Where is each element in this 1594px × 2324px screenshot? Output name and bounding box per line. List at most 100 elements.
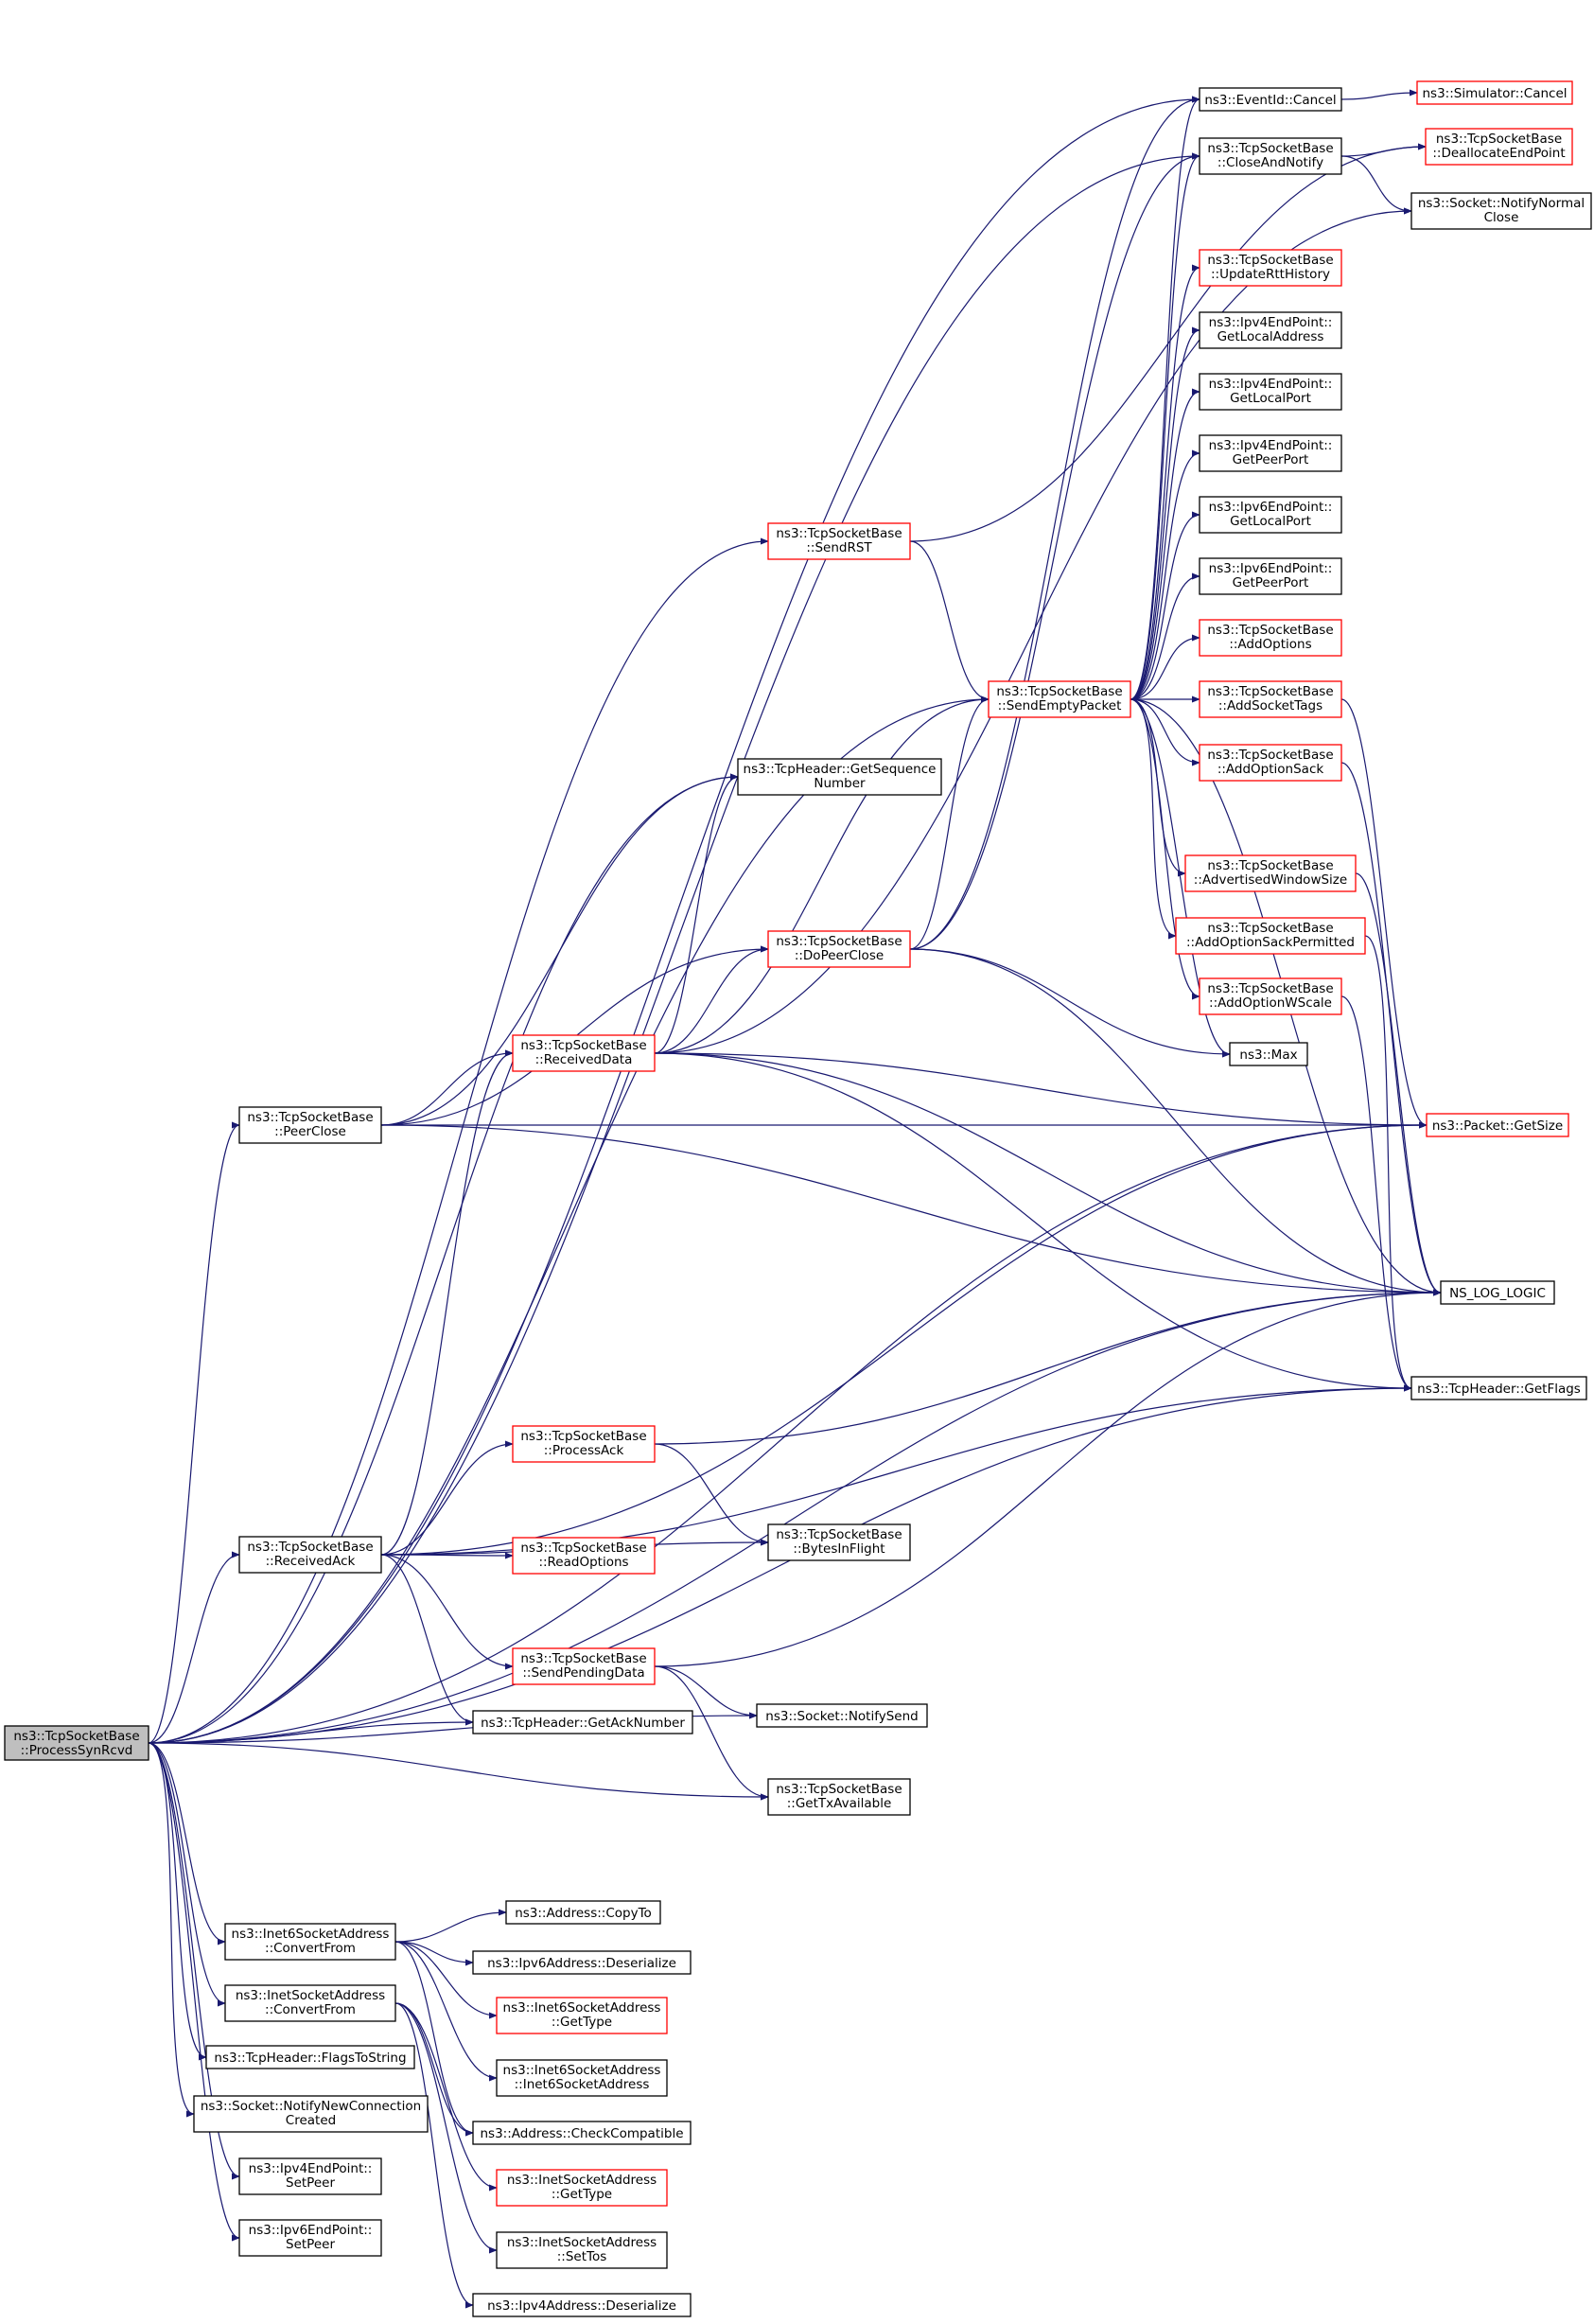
edge-send-empty-packet-to-ipv6-get-peer-port — [1130, 572, 1200, 700]
node-process-ack[interactable]: ns3::TcpSocketBase::ProcessAck — [512, 1425, 656, 1463]
node-ipv4-address-deserialize[interactable]: ns3::Ipv4Address::Deserialize — [472, 2293, 692, 2317]
node-inet-set-tos[interactable]: ns3::InetSocketAddress::SetTos — [496, 2231, 668, 2269]
node-close-and-notify[interactable]: ns3::TcpSocketBase::CloseAndNotify — [1199, 137, 1342, 175]
node-box — [1199, 373, 1342, 411]
node-ipv6-set-peer[interactable]: ns3::Ipv6EndPoint::SetPeer — [238, 2219, 382, 2257]
node-label: ::ConvertFrom — [265, 1941, 356, 1956]
node-box — [472, 2121, 692, 2145]
node-label: ::GetTxAvailable — [787, 1796, 892, 1811]
node-address-copy-to[interactable]: ns3::Address::CopyTo — [505, 1900, 661, 1925]
node-label: ::PeerClose — [274, 1124, 346, 1139]
node-label: ns3::Ipv4EndPoint:: — [1209, 377, 1333, 392]
node-label: ns3::Max — [1239, 1048, 1297, 1063]
node-ipv4-get-local-address[interactable]: ns3::Ipv4EndPoint::GetLocalAddress — [1199, 311, 1342, 349]
edge-send-empty-packet-to-add-option-wscale — [1130, 698, 1200, 1000]
node-box — [224, 1923, 396, 1961]
node-peer-close[interactable]: ns3::TcpSocketBase::PeerClose — [238, 1106, 382, 1144]
edge-peer-close-to-ns-log-logic — [380, 1124, 1442, 1296]
edge-send-empty-packet-to-add-option-sack — [1130, 698, 1200, 766]
node-received-data[interactable]: ns3::TcpSocketBase::ReceivedData — [512, 1034, 656, 1072]
node-send-empty-packet[interactable]: ns3::TcpSocketBase::SendEmptyPacket — [988, 680, 1131, 718]
node-label: ns3::TcpSocketBase — [13, 1729, 139, 1744]
node-ipv6-get-local-port[interactable]: ns3::Ipv6EndPoint::GetLocalPort — [1199, 496, 1342, 534]
node-label: ::SendEmptyPacket — [998, 698, 1122, 713]
node-box — [496, 2169, 668, 2207]
node-label: ::UpdateRttHistory — [1211, 267, 1330, 282]
node-label: ns3::Ipv6EndPoint:: — [249, 2223, 373, 2238]
node-box — [496, 2059, 668, 2097]
node-box — [496, 2231, 668, 2269]
node-label: ns3::Ipv4EndPoint:: — [249, 2161, 373, 2176]
node-flags-to-string[interactable]: ns3::TcpHeader::FlagsToString — [205, 2045, 415, 2069]
node-box — [472, 2293, 692, 2317]
node-add-option-sack[interactable]: ns3::TcpSocketBase::AddOptionSack — [1199, 744, 1342, 782]
node-address-check-compatible[interactable]: ns3::Address::CheckCompatible — [472, 2121, 692, 2145]
node-bytes-in-flight[interactable]: ns3::TcpSocketBase::BytesInFlight — [767, 1523, 911, 1561]
node-label: ns3::Inet6SocketAddress — [503, 2000, 661, 2016]
node-box — [767, 1523, 911, 1561]
node-get-tx-available[interactable]: ns3::TcpSocketBase::GetTxAvailable — [767, 1778, 911, 1816]
node-box — [1425, 128, 1573, 166]
node-label: ns3::Socket::NotifySend — [765, 1709, 918, 1724]
node-advertised-window-size[interactable]: ns3::TcpSocketBase::AdvertisedWindowSize — [1184, 854, 1357, 892]
node-ns-log-logic[interactable]: NS_LOG_LOGIC — [1440, 1280, 1555, 1305]
node-ipv6-get-peer-port[interactable]: ns3::Ipv6EndPoint::GetPeerPort — [1199, 557, 1342, 595]
node-label: ::ReceivedData — [535, 1052, 633, 1067]
node-eventid-cancel[interactable]: ns3::EventId::Cancel — [1199, 87, 1342, 112]
node-label: ns3::TcpSocketBase — [776, 1527, 902, 1542]
node-add-option-wscale[interactable]: ns3::TcpSocketBase::AddOptionWScale — [1199, 977, 1342, 1015]
node-do-peer-close[interactable]: ns3::TcpSocketBase::DoPeerClose — [767, 930, 911, 968]
node-label: ns3::Ipv6Address::Deserialize — [487, 1956, 676, 1971]
node-ipv4-get-peer-port[interactable]: ns3::Ipv4EndPoint::GetPeerPort — [1199, 434, 1342, 472]
edge-inet-convert-from-to-inet-get-type — [394, 2002, 498, 2192]
edge-advertised-window-size-to-ns-log-logic — [1355, 872, 1442, 1296]
node-send-rst[interactable]: ns3::TcpSocketBase::SendRST — [767, 522, 911, 560]
node-notify-send[interactable]: ns3::Socket::NotifySend — [756, 1703, 928, 1728]
edge-root-to-peer-close — [148, 1121, 240, 1744]
node-inet6-ctor[interactable]: ns3::Inet6SocketAddress::Inet6SocketAddr… — [496, 2059, 668, 2097]
node-inet6-get-type[interactable]: ns3::Inet6SocketAddress::GetType — [496, 1997, 668, 2034]
node-box — [1410, 192, 1592, 230]
node-get-ack-number[interactable]: ns3::TcpHeader::GetAckNumber — [472, 1710, 693, 1734]
node-label: ns3::Ipv4Address::Deserialize — [487, 2298, 676, 2314]
node-get-flags[interactable]: ns3::TcpHeader::GetFlags — [1410, 1376, 1587, 1400]
edge-do-peer-close-to-close-and-notify — [909, 152, 1200, 950]
edge-received-ack-to-packet-get-size — [380, 1121, 1428, 1556]
node-add-socket-tags[interactable]: ns3::TcpSocketBase::AddSocketTags — [1199, 680, 1342, 718]
node-label: ::BytesInFlight — [793, 1541, 885, 1557]
node-ipv4-set-peer[interactable]: ns3::Ipv4EndPoint::SetPeer — [238, 2157, 382, 2195]
node-add-option-sack-permitted[interactable]: ns3::TcpSocketBase::AddOptionSackPermitt… — [1175, 917, 1366, 955]
node-deallocate-endpoint[interactable]: ns3::TcpSocketBase::DeallocateEndPoint — [1425, 128, 1573, 166]
node-read-options[interactable]: ns3::TcpSocketBase::ReadOptions — [512, 1537, 656, 1575]
node-inet-convert-from[interactable]: ns3::InetSocketAddress::ConvertFrom — [224, 1984, 396, 2022]
node-inet-get-type[interactable]: ns3::InetSocketAddress::GetType — [496, 2169, 668, 2207]
node-label: Close — [1484, 210, 1519, 225]
node-ipv6-address-deserialize[interactable]: ns3::Ipv6Address::Deserialize — [472, 1950, 692, 1975]
node-label: ns3::TcpHeader::GetFlags — [1417, 1382, 1581, 1397]
node-label: ns3::InetSocketAddress — [507, 2235, 657, 2250]
node-root[interactable]: ns3::TcpSocketBase::ProcessSynRcvd — [4, 1725, 149, 1761]
node-box — [1184, 854, 1357, 892]
node-inet6-convert-from[interactable]: ns3::Inet6SocketAddress::ConvertFrom — [224, 1923, 396, 1961]
node-ipv4-get-local-port[interactable]: ns3::Ipv4EndPoint::GetLocalPort — [1199, 373, 1342, 411]
node-label: ::AddOptionWScale — [1209, 995, 1332, 1011]
edge-add-option-wscale-to-get-flags — [1340, 995, 1412, 1392]
node-box — [1199, 311, 1342, 349]
node-received-ack[interactable]: ns3::TcpSocketBase::ReceivedAck — [238, 1536, 382, 1574]
node-label: ::SetTos — [557, 2249, 607, 2264]
edge-send-empty-packet-to-max — [1130, 698, 1231, 1058]
graph-nodes: ns3::TcpSocketBase::ProcessSynRcvd ns3::E… — [4, 80, 1592, 2317]
edge-received-ack-to-get-ack-number — [380, 1554, 474, 1726]
node-simulator-cancel[interactable]: ns3::Simulator::Cancel — [1416, 80, 1573, 105]
node-update-rtt-history[interactable]: ns3::TcpSocketBase::UpdateRttHistory — [1199, 249, 1342, 287]
node-packet-get-size[interactable]: ns3::Packet::GetSize — [1426, 1113, 1569, 1137]
node-label: ns3::Ipv6EndPoint:: — [1209, 500, 1333, 515]
node-add-options[interactable]: ns3::TcpSocketBase::AddOptions — [1199, 619, 1342, 657]
node-box — [737, 758, 942, 796]
node-send-pending-data[interactable]: ns3::TcpSocketBase::SendPendingData — [512, 1647, 656, 1685]
node-label: ns3::InetSocketAddress — [507, 2173, 657, 2188]
node-max[interactable]: ns3::Max — [1229, 1042, 1308, 1066]
